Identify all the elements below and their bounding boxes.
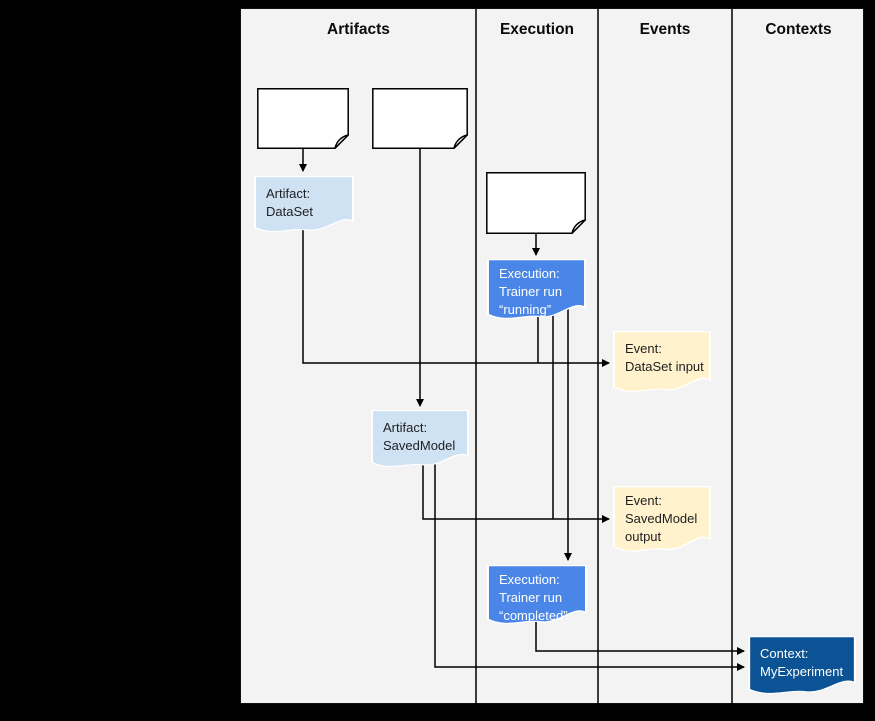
node-execution-completed: Execution: Trainer run “completed” [487,565,587,626]
column-header-artifacts: Artifacts [327,21,390,38]
node-label: Event: [625,341,662,356]
document-shape [487,565,587,625]
node-label: DataSet [266,204,313,219]
node-artifact-savedmodel: Artifact: SavedModel [371,410,469,469]
node-label: DataSet input [625,359,704,374]
node-label: Event: [625,493,662,508]
arrow-completed-to-context [535,617,745,655]
column-header-events: Events [639,21,691,38]
node-savedmodel: SavedModel [372,88,468,149]
folded-corner-icon [571,219,586,234]
node-label: Execution: [499,266,560,281]
node-label: Execution: [499,572,560,587]
node-label: “completed” [499,608,568,623]
node-label: “running” [499,302,552,317]
column-header-execution: Execution [499,21,575,38]
document-shape [748,636,856,695]
folded-corner-icon [334,134,349,149]
node-label: Artifact: [383,420,428,435]
arrow-artifactsavedmodel-to-event [422,457,610,523]
dogear-box-shape [486,172,586,234]
node-event-savedmodel-output: Event: SavedModel output [613,486,711,554]
document-shape [613,486,711,552]
node-label: MyExperiment [760,664,844,679]
dogear-box-shape [372,88,468,149]
column-header-contexts: Contexts [765,21,832,38]
node-dataset: DataSet [257,88,349,149]
swimlane-panel: Artifacts Execution Events Contexts [240,8,864,705]
node-label: Trainer run [499,590,563,605]
document-shape [254,176,354,233]
document-shape [487,259,586,320]
node-event-dataset-input: Event: DataSet input [613,331,711,394]
document-shape [613,331,711,392]
arrow-artifactsavedmodel-to-context [434,457,745,671]
node-trainer: Trainer [486,172,586,234]
node-context-myexperiment: Context: MyExperiment [748,636,856,696]
node-execution-running: Execution: Trainer run “running” [487,259,586,321]
arrow-artifactdataset-to-event [302,224,610,367]
node-label: Context: [760,646,809,661]
node-artifact-dataset: Artifact: DataSet [254,176,354,234]
node-label: output [625,529,662,544]
folded-corner-icon [453,134,468,149]
node-label: SavedModel [383,438,456,453]
node-label: Artifact: [266,186,311,201]
node-label: Trainer run [499,284,563,299]
document-shape [371,410,469,468]
dogear-box-shape [257,88,349,149]
node-label: SavedModel [625,511,698,526]
